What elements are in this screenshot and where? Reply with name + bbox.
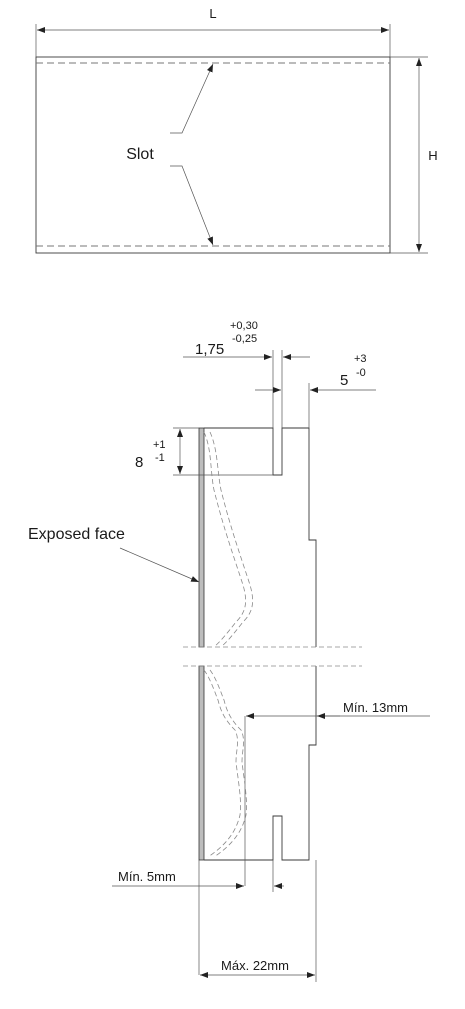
exposed-face-label: Exposed face — [28, 526, 125, 543]
section-view: 1,75 +0,30 -0,25 5 +3 -0 8 +1 -1 Exposed… — [28, 320, 430, 982]
gap-tol-minus: -0 — [356, 367, 366, 379]
min-bottom-label: Mín. 5mm — [118, 869, 176, 884]
slot-width-tol-minus: -0,25 — [232, 333, 257, 345]
inner-profile-lower-a — [203, 669, 241, 858]
inner-profile-upper-a — [203, 431, 247, 648]
max-label: Máx. 22mm — [221, 958, 289, 973]
slot-leader-bottom — [170, 165, 214, 246]
inner-profile-upper-b — [209, 431, 254, 648]
depth-tol-plus: +1 — [153, 439, 166, 451]
gap-label: 5 — [340, 372, 348, 389]
slot-label: Slot — [126, 146, 154, 163]
exposed-face-upper — [198, 427, 205, 648]
exposed-face-lower — [198, 665, 205, 861]
length-label: L — [209, 6, 216, 21]
panel-outline — [35, 56, 391, 254]
upper-body-outline — [204, 427, 317, 647]
depth-label: 8 — [135, 454, 143, 471]
slot-width-label: 1,75 — [195, 341, 224, 358]
top-view: L H Slot — [35, 6, 438, 254]
inner-profile-lower-b — [209, 669, 247, 858]
exposed-face-leader — [119, 547, 200, 583]
slot-leader-top — [170, 63, 214, 134]
gap-tol-plus: +3 — [354, 353, 367, 365]
min-right-label: Mín. 13mm — [343, 700, 408, 715]
depth-tol-minus: -1 — [155, 452, 165, 464]
lower-body-outline — [204, 666, 317, 861]
height-label: H — [428, 148, 437, 163]
slot-width-tol-plus: +0,30 — [230, 320, 258, 332]
